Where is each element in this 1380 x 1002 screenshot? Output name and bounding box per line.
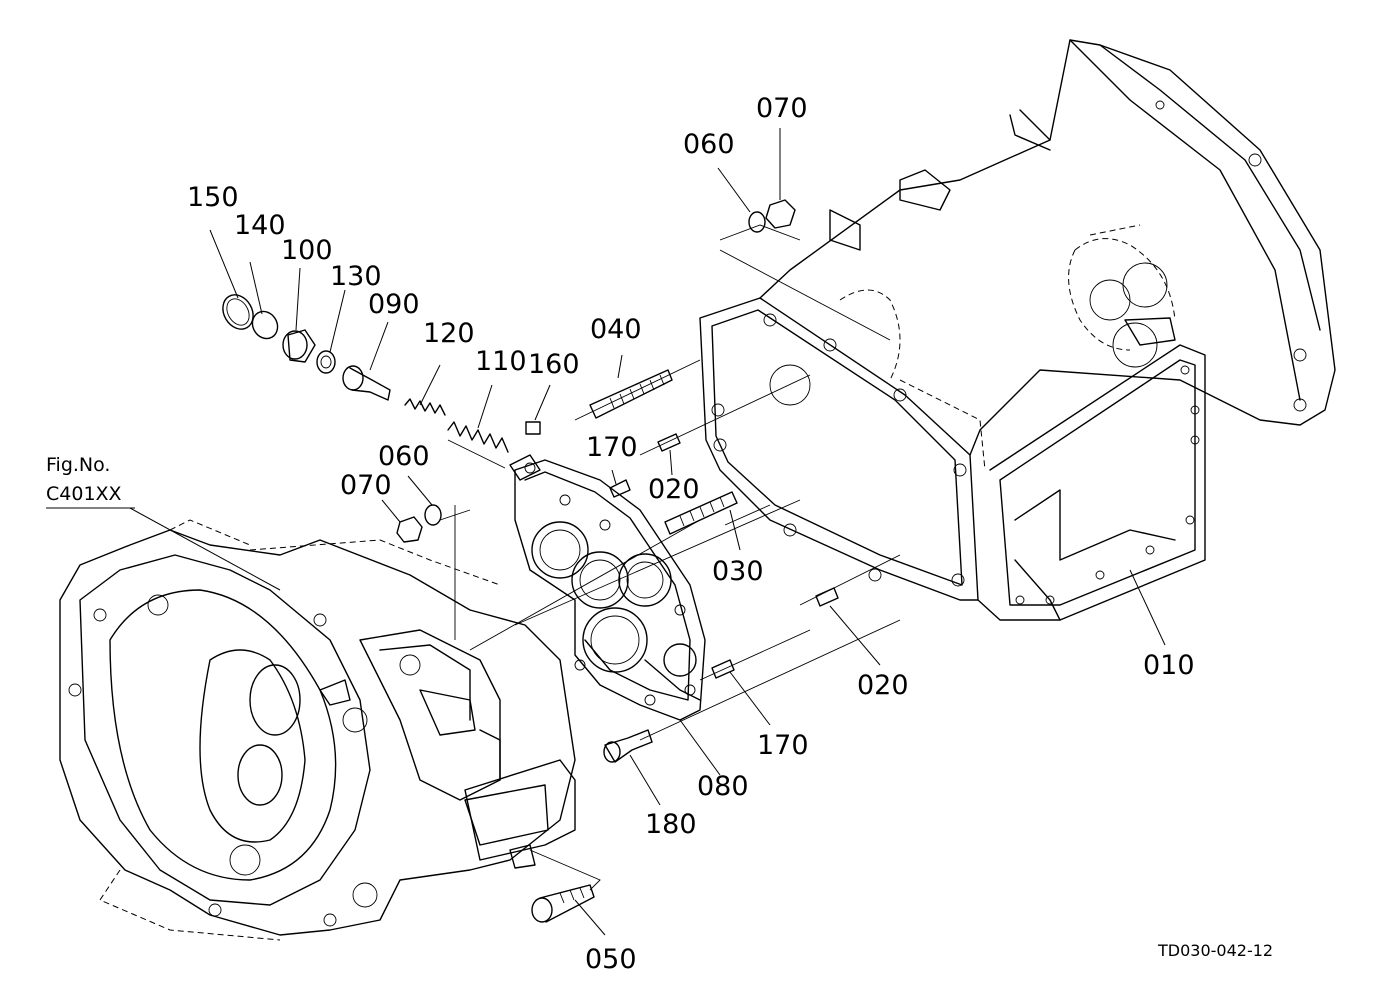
bolt-050 — [531, 884, 595, 923]
callout-080: 080 — [697, 771, 749, 802]
pin-020-a — [657, 433, 681, 452]
callout-140: 140 — [234, 210, 286, 241]
washer-060-a — [748, 211, 766, 233]
spring-120 — [404, 398, 446, 416]
callout-110: 110 — [475, 346, 527, 377]
callout-100: 100 — [281, 235, 333, 266]
callout-070-a: 070 — [756, 93, 808, 124]
callout-020-b: 020 — [857, 670, 909, 701]
nut-070-b — [396, 516, 423, 543]
figure-ref-line2: C401XX — [46, 483, 122, 505]
callout-050: 050 — [585, 944, 637, 975]
callout-020-a: 020 — [648, 474, 700, 505]
callout-040: 040 — [590, 314, 642, 345]
plug-100 — [282, 329, 316, 363]
callout-120: 120 — [423, 318, 475, 349]
alignment-lines — [439, 224, 901, 891]
pin-020-b — [815, 587, 839, 607]
leader-lines — [46, 128, 1166, 936]
washer-060-b — [424, 504, 442, 526]
callout-010: 010 — [1143, 650, 1195, 681]
pin-170-b — [711, 659, 735, 679]
washer-130 — [316, 350, 336, 374]
spring-110 — [447, 421, 509, 469]
plug-180 — [603, 729, 653, 763]
set-screw-160 — [525, 421, 541, 435]
callout-070-b: 070 — [340, 470, 392, 501]
callout-030: 030 — [712, 556, 764, 587]
callout-180: 180 — [645, 809, 697, 840]
callout-labels: 150 140 100 130 090 120 110 160 040 170 … — [46, 93, 1273, 975]
callout-150: 150 — [187, 182, 239, 213]
drawing-code: TD030-042-12 — [1157, 941, 1273, 960]
stud-040 — [589, 369, 673, 419]
callout-060-b: 060 — [378, 441, 430, 472]
valve-090 — [342, 365, 391, 401]
figure-ref-line1: Fig.No. — [46, 454, 110, 476]
snap-ring-150 — [222, 294, 254, 330]
callout-170-b: 170 — [757, 730, 809, 761]
pin-170-a — [609, 479, 631, 498]
clutch-housing — [59, 519, 576, 941]
nut-070-a — [765, 199, 796, 229]
callout-170-a: 170 — [586, 432, 638, 463]
callout-160: 160 — [528, 349, 580, 380]
o-ring-140 — [251, 310, 279, 340]
callout-060-a: 060 — [683, 129, 735, 160]
callout-090: 090 — [368, 289, 420, 320]
stud-030 — [664, 491, 738, 535]
transmission-case-010 — [699, 39, 1336, 621]
callout-130: 130 — [330, 261, 382, 292]
